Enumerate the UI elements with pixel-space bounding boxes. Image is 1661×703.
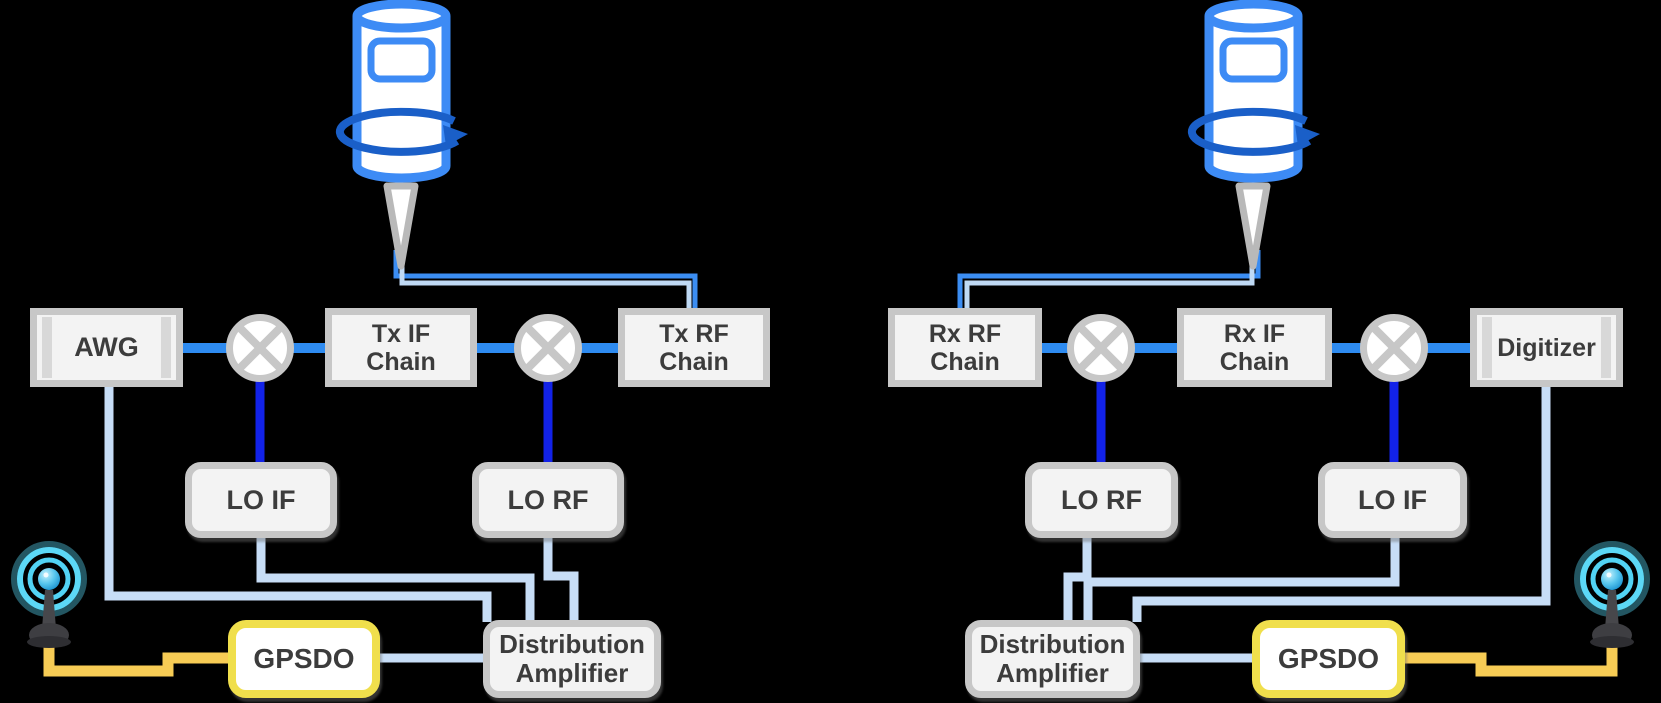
- rx-probe-cable-outer: [957, 250, 1261, 310]
- tx-lo-rf-label: LO RF: [507, 484, 589, 515]
- tx-if-chain-box: Tx IF Chain: [325, 308, 477, 387]
- tx-if-mixer-icon: [226, 314, 294, 382]
- tx-lo-if-box: LO IF: [185, 462, 337, 538]
- rx-lo-rf-box: LO RF: [1025, 462, 1178, 538]
- tx-gps-cable: [43, 634, 230, 677]
- awg-label: AWG: [74, 332, 139, 363]
- rx-gpsdo-box: GPSDO: [1252, 620, 1405, 698]
- rx-gpsdo-label: GPSDO: [1277, 643, 1380, 675]
- awg-box: AWG: [30, 308, 183, 387]
- tx-rotating-positioner-icon: [340, 4, 468, 266]
- instrument-side-bar: [161, 317, 171, 378]
- tx-lo-if-label: LO IF: [226, 484, 296, 515]
- tx-gpsdo-label: GPSDO: [253, 643, 355, 675]
- tx-rf-chain-label: Tx RF Chain: [659, 319, 729, 376]
- tx-rf-chain-box: Tx RF Chain: [618, 308, 770, 387]
- rx-rf-mixer-icon: [1067, 314, 1135, 382]
- tx-lo-rf-ref-line: [543, 536, 579, 622]
- rx-distribution-amplifier-box: Distribution Amplifier: [965, 620, 1140, 698]
- digitizer-box: Digitizer: [1470, 308, 1623, 387]
- tx-lo-if-ref-line: [256, 536, 535, 622]
- rx-lo-if-ref-line: [1083, 536, 1400, 622]
- instrument-side-bar: [1482, 317, 1492, 378]
- rx-gps-antenna-icon: [1577, 544, 1647, 648]
- rx-distribution-amplifier-label: Distribution Amplifier: [979, 628, 1126, 688]
- gps-cables: [43, 634, 1618, 677]
- reference-lines: [104, 385, 1551, 663]
- instrument-side-bar: [42, 317, 52, 378]
- rx-lo-if-box: LO IF: [1318, 462, 1467, 538]
- rx-if-mixer-icon: [1360, 314, 1428, 382]
- digitizer-ref-line: [1132, 385, 1551, 622]
- rx-lo-rf-label: LO RF: [1061, 484, 1142, 515]
- lo-feed-lines: [255, 380, 1399, 464]
- tx-probe-cable-outer: [393, 250, 698, 310]
- rx-gps-cable: [1405, 634, 1618, 677]
- rx-rotating-positioner-icon: [1192, 4, 1320, 266]
- rx-probe-cable-inner: [964, 250, 1255, 310]
- rx-if-chain-box: Rx IF Chain: [1177, 308, 1332, 387]
- tx-probe-cable-inner: [399, 250, 692, 310]
- tx-distribution-amplifier-box: Distribution Amplifier: [483, 620, 661, 698]
- rx-if-chain-label: Rx IF Chain: [1219, 319, 1290, 376]
- tx-lo-rf-box: LO RF: [472, 462, 624, 538]
- tx-rf-mixer-icon: [514, 314, 582, 382]
- digitizer-label: Digitizer: [1497, 333, 1596, 362]
- rx-rf-chain-label: Rx RF Chain: [928, 319, 1002, 376]
- rx-lo-rf-ref-line: [1063, 536, 1092, 622]
- rx-rf-chain-box: Rx RF Chain: [888, 308, 1042, 387]
- tx-if-chain-label: Tx IF Chain: [366, 319, 436, 376]
- tx-gpsdo-box: GPSDO: [228, 620, 380, 698]
- rx-lo-if-label: LO IF: [1358, 484, 1427, 515]
- probe-cables: [393, 250, 1261, 310]
- tx-gps-antenna-icon: [14, 544, 84, 648]
- instrument-side-bar: [1601, 317, 1611, 378]
- tx-distribution-amplifier-label: Distribution Amplifier: [499, 628, 645, 688]
- awg-ref-line: [104, 385, 492, 622]
